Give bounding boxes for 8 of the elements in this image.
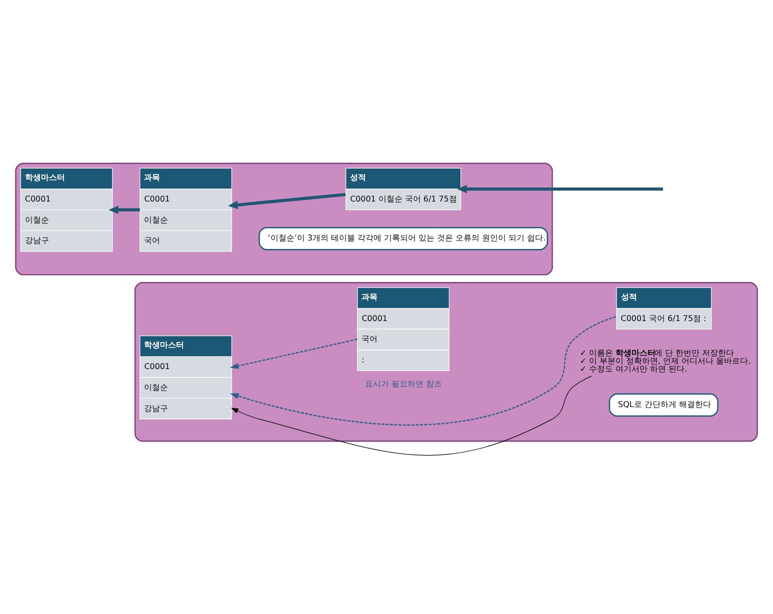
arrow [230, 338, 358, 369]
arrow [231, 376, 592, 456]
arrow [457, 184, 663, 194]
cluster [134, 282, 758, 442]
arrow [228, 193, 346, 210]
arrow [230, 316, 616, 426]
cluster [15, 162, 553, 276]
arrow [108, 206, 140, 214]
